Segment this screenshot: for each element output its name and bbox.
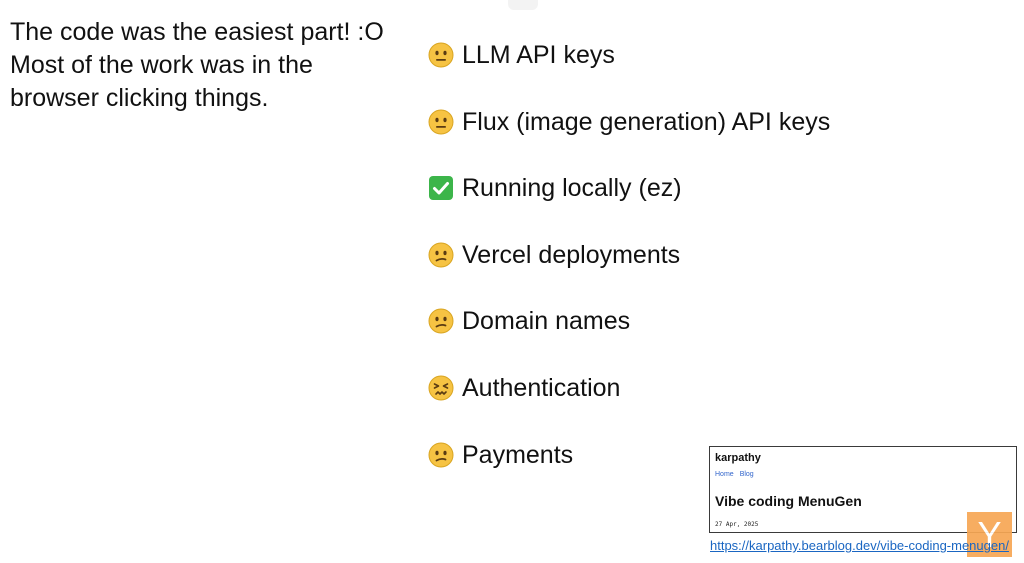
blog-post-date: 27 Apr, 2025 — [715, 521, 759, 528]
list-item: Flux (image generation) API keys — [428, 105, 988, 172]
intro-line-2: Most of the work was in the — [10, 51, 313, 79]
blog-post-title: Vibe coding MenuGen — [715, 493, 862, 509]
neutral-face-icon — [428, 42, 454, 68]
blog-url-link[interactable]: https://karpathy.bearblog.dev/vibe-codin… — [710, 538, 1009, 553]
blog-site-title: karpathy — [715, 452, 761, 464]
y-combinator-logo-icon: Y — [967, 512, 1012, 557]
list-item-label: Vercel deployments — [462, 240, 681, 269]
list-item-label: Payments — [462, 440, 574, 469]
blog-screenshot: karpathy Home Blog Vibe coding MenuGen 2… — [709, 446, 1017, 533]
list-item-label: Domain names — [462, 307, 631, 336]
list-item: Payments — [428, 438, 988, 505]
blog-nav-blog[interactable]: Blog — [739, 471, 754, 478]
list-item: Vercel deployments — [428, 238, 988, 305]
list-item-label: Running locally (ez) — [462, 174, 682, 203]
blog-nav: Home Blog — [715, 471, 754, 478]
task-list: LLM API keys Flux (image generation) API… — [428, 38, 988, 504]
list-item: Running locally (ez) — [428, 171, 988, 238]
confused-face-icon — [428, 308, 454, 334]
list-item: Domain names — [428, 304, 988, 371]
intro-line-3: browser clicking things. — [10, 84, 269, 112]
confused-face-icon — [428, 442, 454, 468]
neutral-face-icon — [428, 109, 454, 135]
confused-face-icon — [428, 242, 454, 268]
list-item: Authentication — [428, 371, 988, 438]
green-check-icon — [428, 175, 454, 201]
list-item-label: Authentication — [462, 373, 621, 402]
list-item-label: LLM API keys — [462, 41, 615, 69]
confounded-face-icon — [428, 375, 454, 401]
list-item-label: Flux (image generation) API keys — [462, 107, 831, 136]
blog-nav-home[interactable]: Home — [715, 471, 734, 478]
intro-text: The code was the easiest part! :O Most o… — [10, 16, 410, 115]
top-decoration — [508, 0, 538, 10]
list-item: LLM API keys — [428, 38, 988, 105]
intro-line-1: The code was the easiest part! :O — [10, 18, 384, 46]
